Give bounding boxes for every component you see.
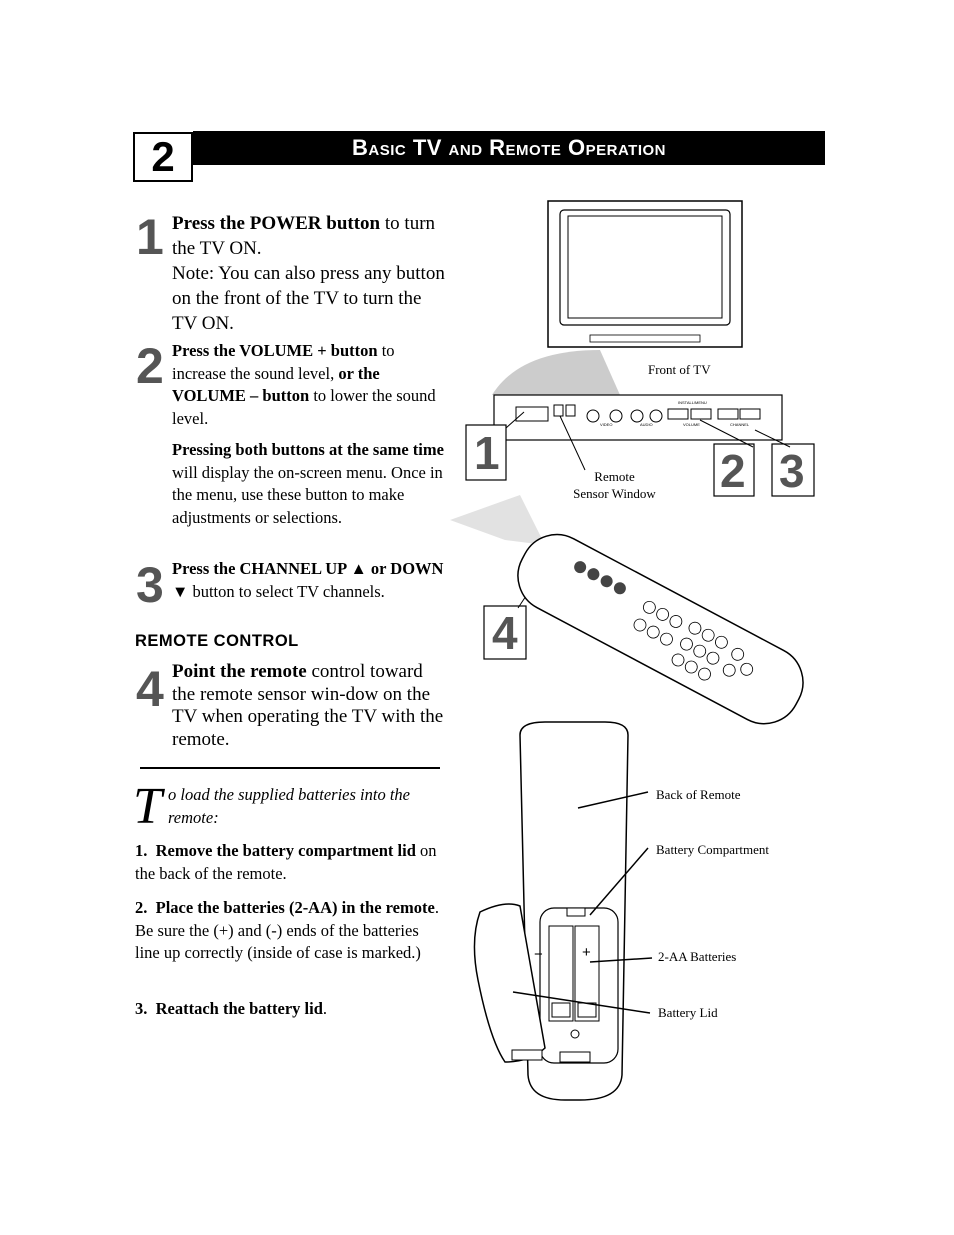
step-1-rest: to turn the TV ON. [172, 213, 436, 259]
step-1-text: Press the POWER button to turn the TV ON… [172, 211, 447, 336]
battery-step-2-bold: Place the batteries (2-AA) in the remote [155, 898, 435, 917]
callout-2-box [713, 443, 755, 497]
battery-step-1-bold: Remove the battery compartment lid [155, 841, 416, 860]
step-3-bold: Press the CHANNEL UP ▲ or DOWN ▼ [172, 559, 444, 601]
step-2-para2: Pressing both buttons at the same time w… [172, 439, 447, 529]
leader-back-of-remote [577, 791, 649, 809]
step-2-p2-text: will display the on-screen menu. Once in… [172, 462, 443, 527]
page-title: Basic TV and Remote Operation [193, 131, 825, 165]
remote-signal-beam [450, 495, 545, 545]
step-2-p2-bold: Pressing both buttons at the same time [172, 440, 444, 459]
battery-step-2: 2. Place the batteries (2-AA) in the rem… [135, 897, 440, 965]
leader-battery-compartment [589, 847, 649, 916]
battery-intro: o load the supplied batteries into the r… [168, 785, 410, 827]
panel-channel: CHANNEL [730, 422, 750, 427]
label-front-of-tv: Front of TV [648, 362, 711, 377]
battery-minus-1: − [534, 946, 543, 963]
remote-control-heading: REMOTE CONTROL [135, 632, 299, 650]
battery-step-2-num: 2. [135, 898, 148, 917]
chapter-number-box: 2 [133, 132, 193, 182]
step-1-number: 1 [136, 209, 164, 265]
label-battery-compartment: Battery Compartment [656, 842, 770, 857]
step-1-note: Note: You can also press any button on t… [172, 263, 445, 334]
step-2-bold1: Press the VOLUME + button [172, 341, 378, 360]
step-2-number: 2 [136, 338, 164, 394]
step-1-bold: Press the POWER button [172, 213, 381, 234]
chapter-number: 2 [151, 133, 175, 180]
leader-1 [505, 411, 525, 429]
panel-audio: AUDIO [640, 422, 653, 427]
tv-illustration [547, 200, 743, 348]
step-3-rest: button to select TV channels. [188, 581, 385, 601]
leader-2 [699, 419, 754, 448]
step-4-text: Point the remote control toward the remo… [172, 661, 447, 751]
step-4-bold: Point the remote [172, 661, 307, 682]
battery-step-2-text: . Be sure the (+) and (-) ends of the ba… [135, 898, 439, 962]
step-4-rest: control toward the remote sensor win-dow… [172, 661, 444, 750]
callout-4: 4 [492, 607, 518, 659]
callout-1-box [465, 424, 507, 481]
battery-step-3-bold: Reattach the battery lid [155, 999, 323, 1018]
panel-video: VIDEO [600, 422, 612, 427]
battery-plus-1: + [582, 944, 591, 961]
battery-step-1-text: on the back of the remote. [135, 841, 437, 883]
tv-zoom-beam [492, 350, 620, 395]
label-battery-lid: Battery Lid [658, 1005, 718, 1020]
remote-back [473, 721, 629, 1101]
remote-front [517, 533, 804, 725]
step-2-bold2: or the VOLUME – button [172, 363, 380, 406]
step-3-number: 3 [136, 557, 164, 613]
battery-step-1-num: 1. [135, 841, 148, 860]
battery-step-3-num: 3. [135, 999, 148, 1018]
label-remote-sensor-l2: Sensor Window [573, 486, 656, 501]
label-aa-batteries: 2-AA Batteries [658, 949, 737, 964]
callout-2: 2 [720, 445, 746, 497]
step-3-text: Press the CHANNEL UP ▲ or DOWN ▼ button … [172, 558, 447, 603]
battery-step-3-text: . [322, 999, 328, 1018]
panel-volume: VOLUME [683, 422, 700, 427]
callout-3-box [771, 443, 815, 497]
leader-aa-batteries [589, 957, 653, 963]
battery-step-1: 1. Remove the battery compartment lid on… [135, 840, 440, 885]
step-2-text: Press the VOLUME + button to increase th… [172, 340, 447, 430]
leader-sensor [559, 415, 586, 471]
callout-4-box [483, 605, 527, 660]
label-remote-sensor: Remote Sensor Window [567, 468, 662, 502]
callout-1: 1 [474, 427, 500, 479]
step-2-text2: to lower the sound level. [172, 386, 436, 428]
leader-3 [754, 429, 791, 448]
leader-battery-lid [512, 991, 651, 1014]
step-4-number: 4 [136, 661, 164, 717]
divider [140, 767, 440, 769]
label-remote-sensor-l1: Remote [594, 469, 635, 484]
step-2-text1: to increase the sound level, [172, 341, 395, 383]
drop-cap: T [133, 778, 162, 835]
panel-install-menu: INSTALL/MENU [678, 400, 707, 405]
front-panel [493, 394, 783, 441]
label-back-of-remote: Back of Remote [656, 787, 741, 802]
battery-step-3: 3. Reattach the battery lid. [135, 998, 440, 1021]
page-title-text: Basic TV and Remote Operation [351, 135, 666, 160]
callout-3: 3 [779, 445, 805, 497]
